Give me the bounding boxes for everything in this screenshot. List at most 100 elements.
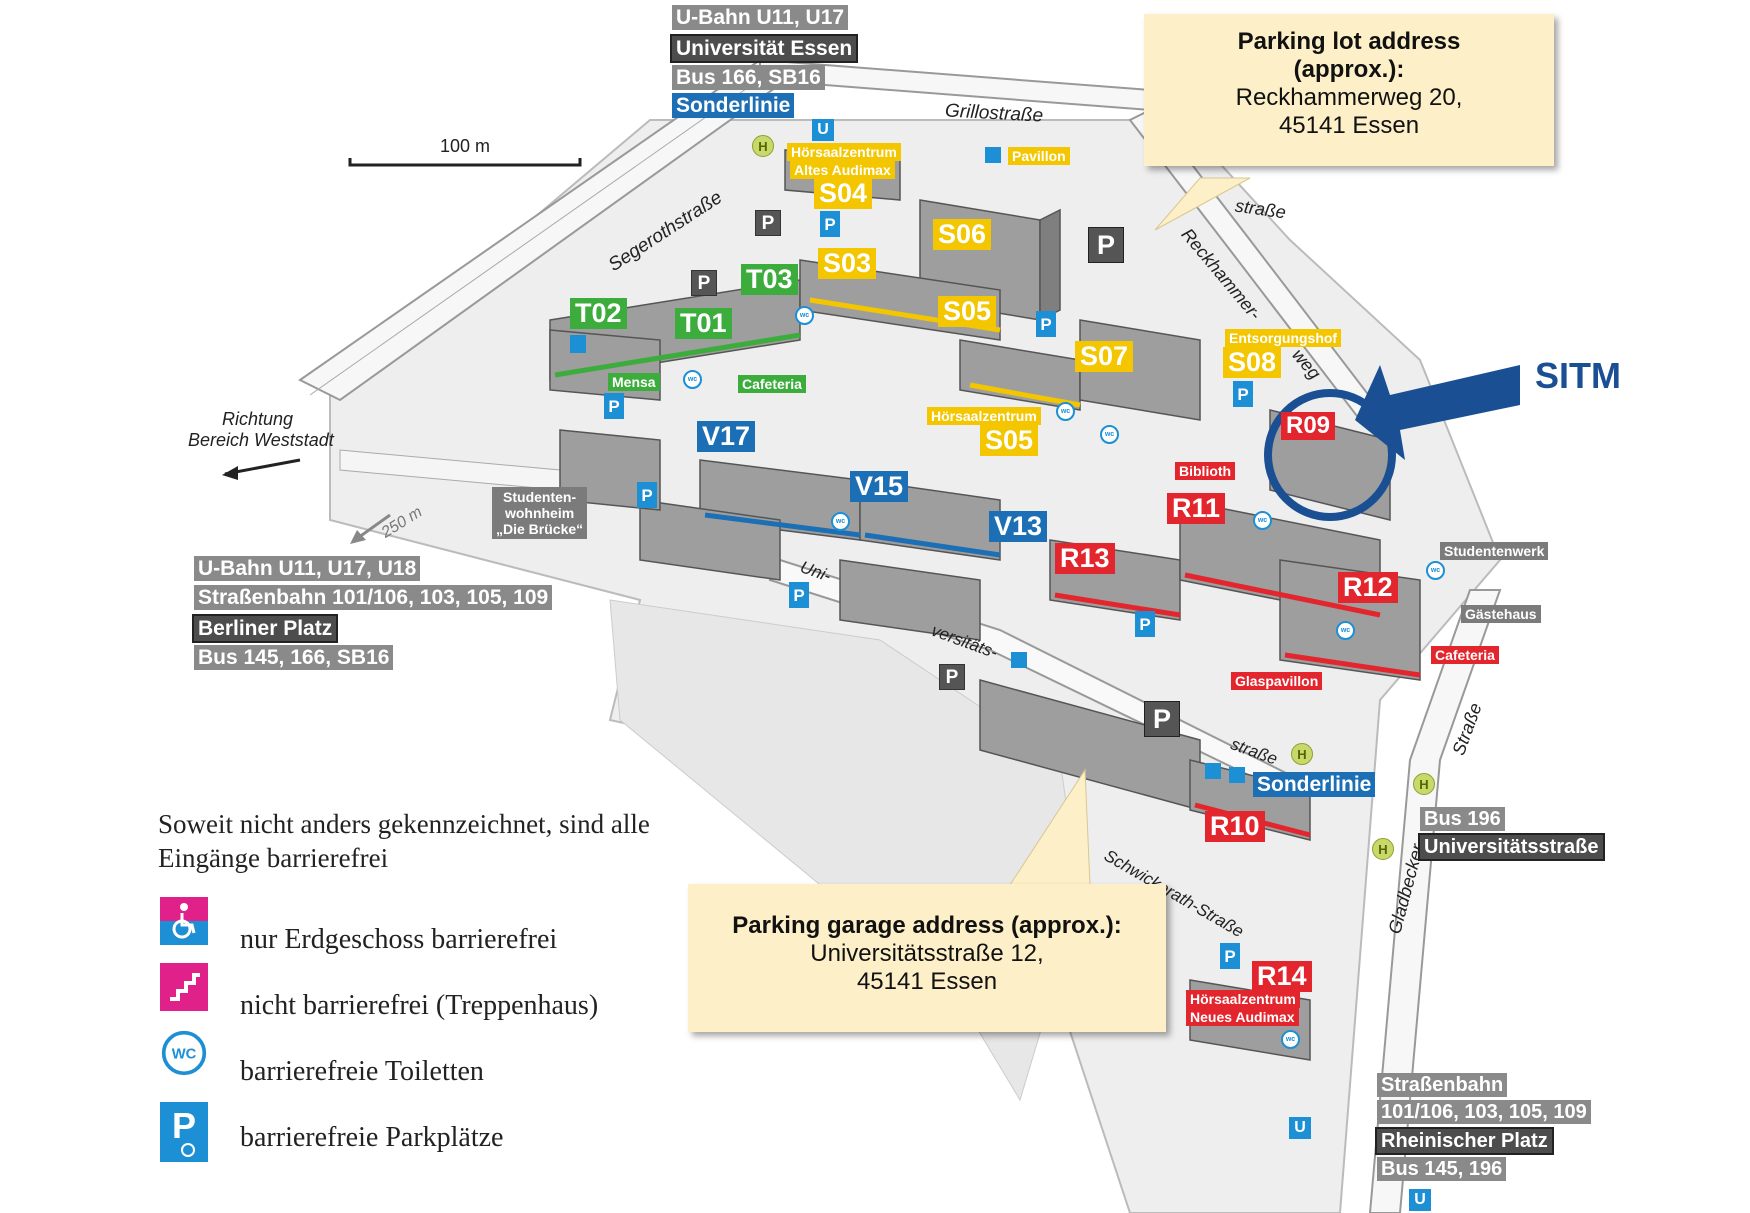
- accessible-parking-icon: P: [1036, 311, 1056, 337]
- transit-br-3: Rheinischer Platz: [1375, 1127, 1554, 1155]
- label-hoersaal-alt-2: Altes Audimax: [790, 161, 895, 179]
- stripe-blue-2: [864, 532, 1001, 558]
- legend-item-3: barrierefreie Toiletten: [240, 1056, 484, 1087]
- building-r14: R14: [1252, 961, 1312, 992]
- label-hoersaal-alt-1: Hörsaalzentrum: [787, 143, 901, 161]
- transit-right-bus: Bus 196: [1420, 807, 1505, 831]
- label-wohnheim: Studenten- wohnheim „Die Brücke“: [492, 487, 588, 540]
- callout-parking-garage: Parking garage address (approx.): Univer…: [688, 884, 1166, 1032]
- building-r13: R13: [1055, 543, 1115, 574]
- svg-text:P: P: [172, 1105, 196, 1146]
- legend-item-1: nur Erdgeschoss barrierefrei: [240, 924, 558, 955]
- wc-icon: wc: [683, 370, 702, 389]
- transit-top-3: Bus 166, SB16: [672, 65, 825, 90]
- building-v13: V13: [989, 511, 1048, 542]
- gladbecker-road: [1368, 589, 1502, 1213]
- label-gaestehaus: Gästehaus: [1461, 605, 1541, 623]
- accessible-parking-icon: P: [820, 211, 840, 237]
- callout-parking-lot: Parking lot address (approx.): Reckhamme…: [1144, 14, 1554, 166]
- accessible-parking-icon: P: [1233, 381, 1253, 407]
- accessible-parking-icon: P: [160, 1102, 208, 1162]
- building-s07: S07: [1075, 341, 1134, 372]
- building-r09: R09: [1281, 412, 1336, 440]
- wc-icon: wc: [831, 512, 850, 531]
- parking-icon: P: [691, 270, 717, 296]
- parking-icon: P: [1144, 701, 1180, 737]
- transit-br-1: Straßenbahn: [1377, 1073, 1508, 1097]
- label-cafeteria-t: Cafeteria: [738, 375, 806, 393]
- legend-item-2: nicht barrierefrei (Treppenhaus): [240, 990, 599, 1021]
- bus-stop-icon: H: [752, 135, 774, 157]
- callout-garage-line-1: Universitätsstraße 12,: [810, 940, 1044, 967]
- bus-stop-icon: H: [1291, 743, 1313, 765]
- transit-top-4: Sonderlinie: [672, 93, 795, 118]
- wc-icon: wc: [1253, 511, 1272, 530]
- svg-text:WC: WC: [172, 1047, 197, 1063]
- parking-icon: P: [755, 210, 781, 236]
- transit-br-4: Bus 145, 196: [1377, 1157, 1507, 1181]
- label-wohnheim-2: wohnheim: [504, 505, 575, 522]
- wc-icon: wc: [1281, 1030, 1300, 1049]
- callout-lot-line-1: Reckhammerweg 20,: [1235, 84, 1463, 111]
- accessible-parking-icon: P: [604, 393, 624, 419]
- parking-icon: P: [1088, 227, 1124, 263]
- transit-right-stop: Universitätsstraße: [1418, 833, 1605, 861]
- legend-intro-2: Eingänge barrierefrei: [158, 843, 389, 873]
- transit-top-2: Universität Essen: [670, 34, 859, 63]
- ubahn-icon: U: [812, 119, 834, 141]
- callout-garage-title: Parking garage address (approx.):: [732, 912, 1122, 939]
- ubahn-icon: U: [1409, 1189, 1431, 1211]
- accessible-parking-icon: P: [1135, 611, 1155, 637]
- transit-br-2: 101/106, 103, 105, 109: [1377, 1100, 1591, 1124]
- building-stripes: [554, 297, 1421, 838]
- label-glaspavillon: Glaspavillon: [1231, 672, 1323, 690]
- legend-intro-1: Soweit nicht anders gekennzeichnet, sind…: [158, 809, 650, 839]
- building-s05b: S05: [980, 425, 1039, 456]
- stripe-red-2: [1184, 572, 1381, 618]
- transit-left-1: U-Bahn U11, U17, U18: [194, 556, 421, 581]
- callout-lot-title-1: Parking lot address: [1237, 28, 1461, 55]
- accessible-parking-icon: P: [1220, 943, 1240, 969]
- label-entsorgung: Entsorgungshof: [1225, 329, 1342, 347]
- label-cafeteria-r: Cafeteria: [1431, 646, 1499, 664]
- label-hoersaal-neu-1: Hörsaalzentrum: [1186, 990, 1300, 1008]
- stripe-blue-1: [704, 512, 861, 538]
- accessible-parking-icon: P: [789, 582, 809, 608]
- wc-icon: wc: [1336, 621, 1355, 640]
- wc-icon: wc: [795, 306, 814, 325]
- ubahn-icon: U: [1289, 1117, 1311, 1139]
- label-wohnheim-3: „Die Brücke“: [496, 521, 584, 538]
- building-v17: V17: [697, 421, 756, 452]
- transit-top-1: U-Bahn U11, U17: [672, 5, 849, 30]
- legend-item-4: barrierefreie Parkplätze: [240, 1122, 504, 1153]
- label-pavillon: Pavillon: [1008, 147, 1070, 165]
- stairs-icon: [160, 963, 208, 1011]
- building-r12: R12: [1338, 572, 1398, 603]
- direction-line-2: Bereich Weststadt: [188, 430, 334, 450]
- label-mensa: Mensa: [608, 373, 660, 391]
- callout-lot-line-2: 45141 Essen: [1278, 112, 1420, 139]
- transit-left-2: Straßenbahn 101/106, 103, 105, 109: [194, 585, 553, 610]
- wc-icon: wc: [1056, 402, 1075, 421]
- callout-garage-line-2: 45141 Essen: [856, 968, 998, 995]
- wc-icon: wc: [1100, 425, 1119, 444]
- label-bibliothek: Biblioth: [1175, 462, 1236, 480]
- scale-label: 100 m: [440, 136, 491, 156]
- label-studentenwerk: Studentenwerk: [1440, 542, 1549, 560]
- wheelchair-icon: [160, 897, 208, 945]
- building-t03: T03: [741, 264, 798, 295]
- building-r10: R10: [1205, 811, 1265, 842]
- building-s04: S04: [814, 178, 873, 209]
- parking-icon: P: [939, 664, 965, 690]
- label-hoersaal-neu-2: Neues Audimax: [1186, 1008, 1299, 1026]
- accessible-parking-icon: P: [637, 482, 657, 508]
- stripe-red-3: [1284, 652, 1421, 678]
- bus-stop-icon: H: [1372, 838, 1394, 860]
- stripe-green: [554, 332, 801, 378]
- wc-icon: WC: [160, 1029, 208, 1077]
- sitm-circle: [1264, 389, 1396, 521]
- callout-lot-pointer: [1154, 177, 1251, 231]
- transit-left-3: Berliner Platz: [192, 614, 339, 643]
- sitm-arrow: [1355, 365, 1520, 460]
